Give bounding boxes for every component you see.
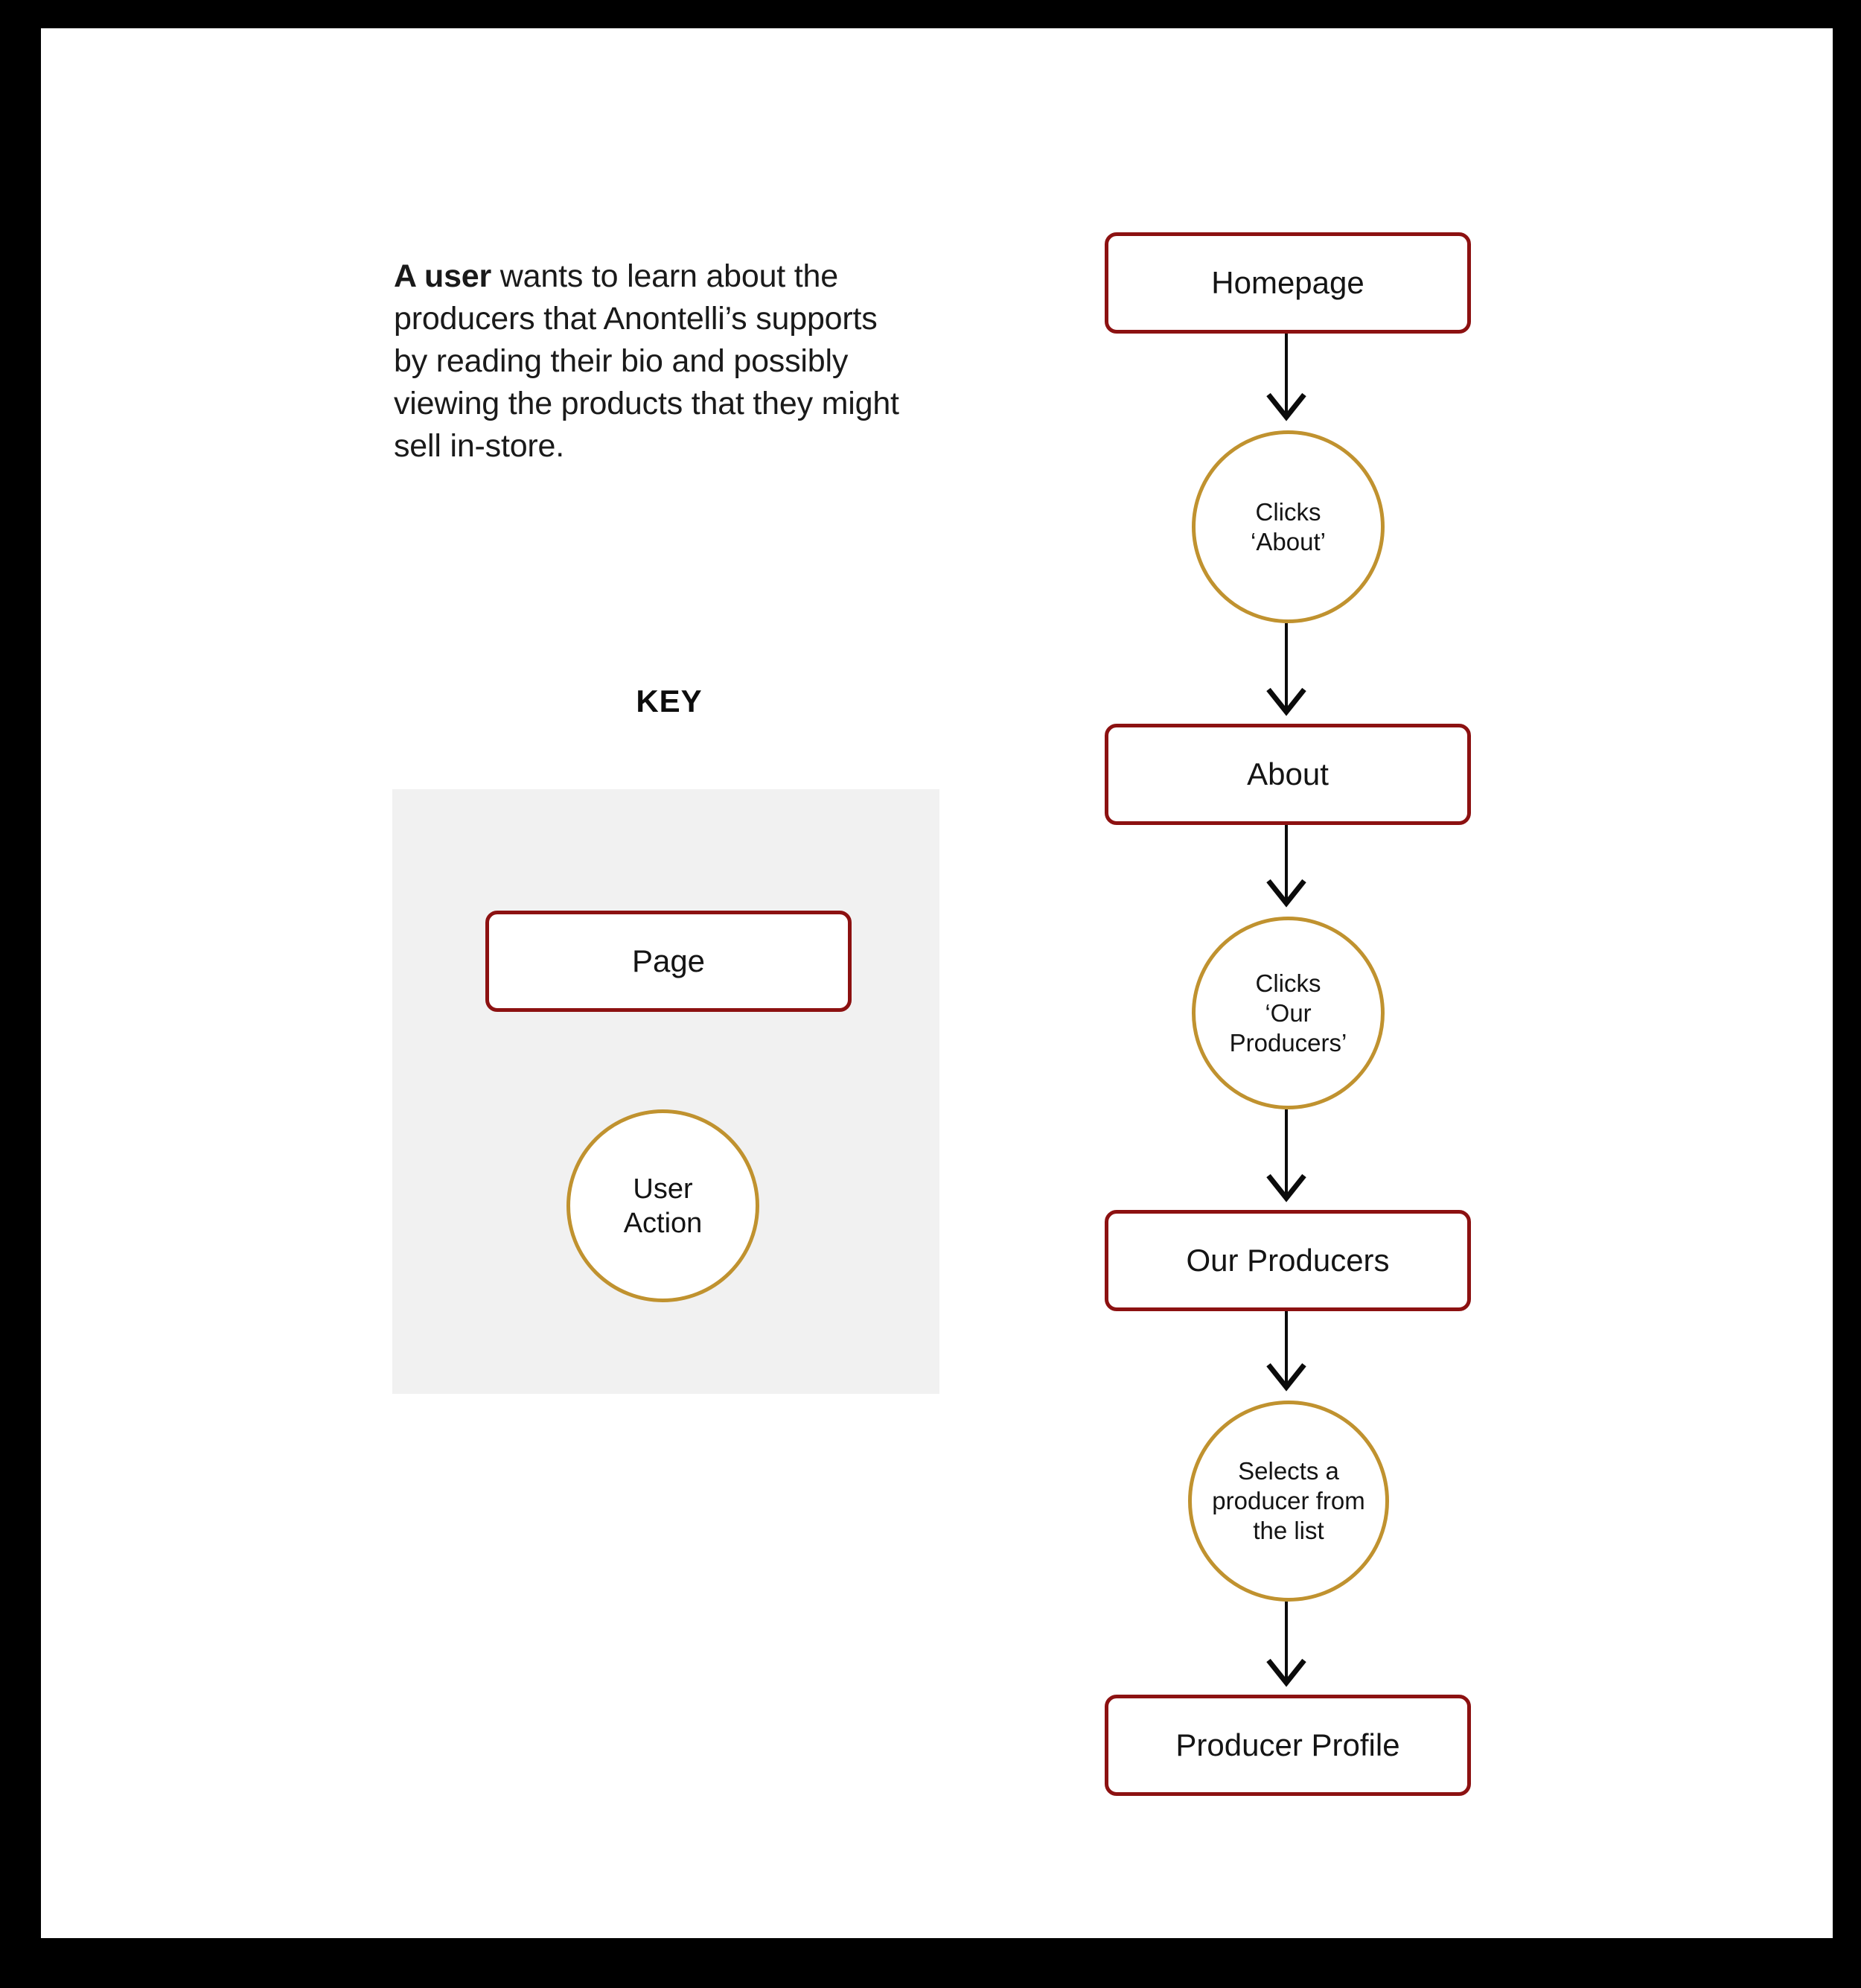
arrowhead-4 xyxy=(1265,1173,1307,1206)
key-title: KEY xyxy=(636,684,703,719)
arrowhead-3 xyxy=(1265,878,1307,911)
flow-node-clicks-our-producers-line-2: ‘Our xyxy=(1265,998,1312,1027)
key-sample-action-line-1: User xyxy=(633,1173,693,1205)
key-sample-page-shape: Page xyxy=(485,911,852,1012)
key-sample-action-line-2: Action xyxy=(623,1207,703,1239)
arrowhead-6 xyxy=(1265,1657,1307,1691)
connector-clicks-our-producers-to-our-producers xyxy=(1285,1109,1288,1196)
connector-selects-producer-to-producer-profile xyxy=(1285,1602,1288,1680)
flow-node-clicks-about-line-2: ‘About’ xyxy=(1251,527,1326,555)
flow-node-our-producers: Our Producers xyxy=(1105,1210,1471,1311)
key-sample-action-shape: User Action xyxy=(566,1109,759,1302)
flow-node-clicks-our-producers: Clicks ‘Our Producers’ xyxy=(1192,917,1385,1109)
flow-node-about-label: About xyxy=(1247,756,1329,791)
connector-our-producers-to-selects-producer xyxy=(1285,1311,1288,1386)
key-sample-page-label: Page xyxy=(631,943,706,978)
arrowhead-2 xyxy=(1265,686,1307,720)
flow-node-clicks-our-producers-line-3: Producers’ xyxy=(1229,1028,1347,1057)
intro-lead: A user xyxy=(394,258,492,294)
flow-node-producer-profile: Producer Profile xyxy=(1105,1695,1471,1796)
flow-node-selects-producer-line-2: producer from xyxy=(1212,1487,1365,1514)
flow-node-selects-producer-line-3: the list xyxy=(1253,1517,1324,1544)
flow-node-about: About xyxy=(1105,724,1471,825)
connector-about-to-clicks-our-producers xyxy=(1285,825,1288,902)
flow-node-selects-producer: Selects a producer from the list xyxy=(1188,1401,1389,1602)
connector-homepage-to-clicks-about xyxy=(1285,334,1288,415)
intro-rest: wants to learn about the producers that … xyxy=(394,258,899,464)
arrowhead-1 xyxy=(1265,392,1307,425)
flow-node-homepage: Homepage xyxy=(1105,232,1471,334)
flow-node-homepage-label: Homepage xyxy=(1211,265,1364,300)
connector-clicks-about-to-about xyxy=(1285,623,1288,710)
intro-paragraph: A user wants to learn about the producer… xyxy=(394,255,915,468)
arrowhead-5 xyxy=(1265,1362,1307,1395)
flow-node-our-producers-label: Our Producers xyxy=(1186,1243,1390,1278)
key-panel xyxy=(392,789,939,1394)
flow-node-clicks-our-producers-line-1: Clicks xyxy=(1255,969,1321,997)
flow-node-clicks-about: Clicks ‘About’ xyxy=(1192,430,1385,623)
page-sheet: A user wants to learn about the producer… xyxy=(41,28,1833,1938)
flow-node-producer-profile-label: Producer Profile xyxy=(1175,1727,1400,1762)
flow-node-selects-producer-line-1: Selects a xyxy=(1238,1457,1339,1485)
flow-node-clicks-about-line-1: Clicks xyxy=(1255,497,1321,526)
